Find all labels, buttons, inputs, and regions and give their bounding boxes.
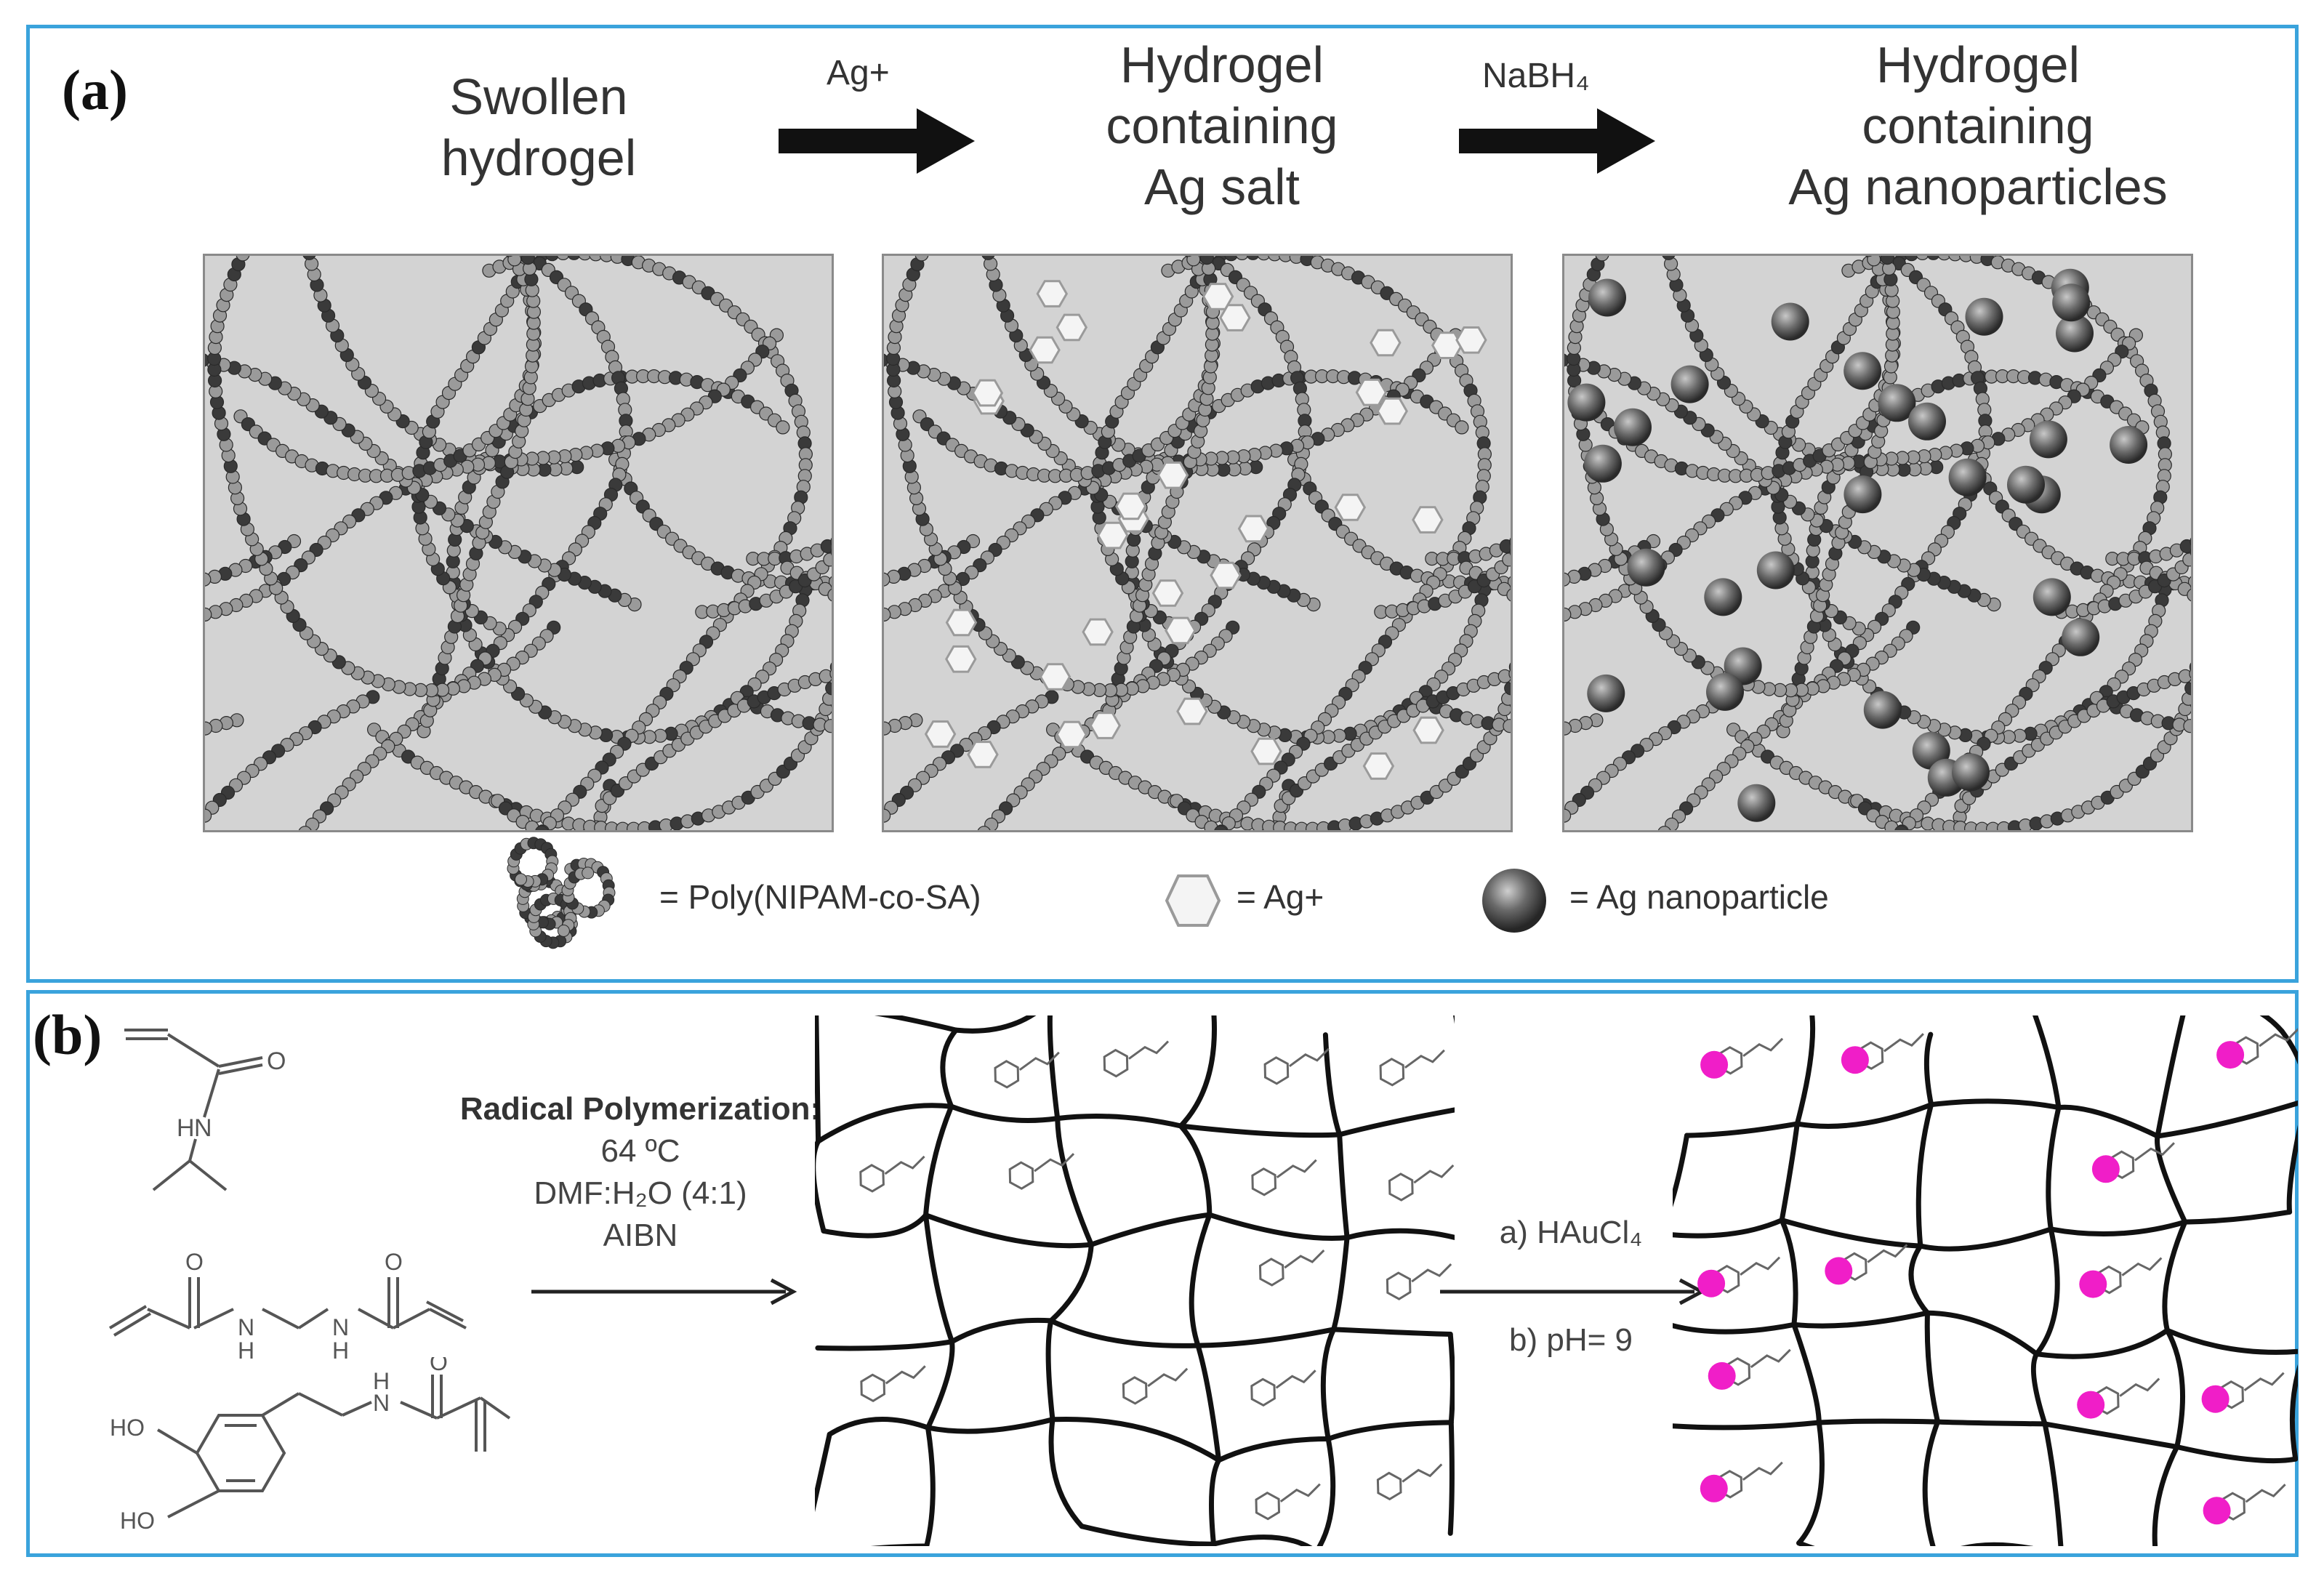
arrow-label-ag: Ag+	[827, 54, 890, 92]
atom-ho-2: HO	[120, 1508, 155, 1534]
atom-h-4: H	[373, 1368, 390, 1394]
sphere-icon	[1478, 864, 1551, 937]
stage-title-swollen: Swollen hydrogel	[441, 68, 637, 186]
arrow-step2-icon	[1440, 1277, 1709, 1306]
atom-h-3: H	[332, 1337, 349, 1364]
hydrogel-network-swollen	[203, 254, 834, 832]
arrow-nabh4-icon	[1459, 108, 1655, 174]
hexagon-icon	[1164, 872, 1222, 930]
arrow-label-nabh4: NaBH₄	[1482, 57, 1590, 95]
legend-ag-nanoparticle-text: = Ag nanoparticle	[1569, 878, 1829, 916]
hydrogel-network-ag-nanoparticles	[1562, 254, 2193, 832]
polymerization-heading: Radical Polymerization:	[459, 1091, 821, 1127]
dopamine-methacrylamide-structure: HO HO N H O	[73, 1357, 524, 1546]
panel-a-label: (a)	[62, 58, 128, 121]
atom-ho-1: HO	[110, 1415, 145, 1441]
panel-b: (b) O H N O O N H	[26, 990, 2299, 1557]
atom-n-2: N	[238, 1314, 254, 1340]
polymerization-solvent: DMF:H₂O (4:1)	[534, 1175, 747, 1211]
polymerization-initiator: AIBN	[603, 1218, 678, 1253]
arrow-ag-icon	[779, 108, 975, 174]
polymerization-temperature: 64 ºC	[600, 1133, 680, 1169]
atom-h-2: H	[238, 1337, 254, 1364]
legend-polymer-text: = Poly(NIPAM-co-SA)	[659, 878, 981, 916]
gold-loading-step-b: b) pH= 9	[1509, 1322, 1633, 1358]
atom-n-3: N	[332, 1314, 349, 1340]
atom-n-1: N	[194, 1114, 212, 1142]
crosslinked-network	[815, 1015, 1455, 1546]
stage-title-ag-salt: Hydrogel containing Ag salt	[1106, 36, 1338, 215]
panel-b-label: (b)	[33, 1003, 102, 1066]
gold-loading-step-a: a) HAuCl₄	[1499, 1215, 1643, 1250]
polymerization-conditions: Radical Polymerization: 64 ºC DMF:H₂O (4…	[437, 1088, 844, 1257]
atom-o-2: O	[185, 1249, 204, 1275]
legend-ag-ion-text: = Ag+	[1237, 878, 1324, 916]
atom-o-4: O	[430, 1357, 448, 1375]
atom-h-1: H	[177, 1114, 195, 1142]
atom-o-1: O	[267, 1047, 286, 1075]
panel-a: (a) Swollen hydrogel Hydrogel containing…	[26, 25, 2299, 983]
hydrogel-network-ag-salt	[882, 254, 1513, 832]
polymer-coil-icon	[495, 835, 655, 973]
arrow-step1-icon	[531, 1277, 800, 1306]
bisacrylamide-structure: O O N H N H	[95, 1234, 473, 1372]
atom-o-3: O	[385, 1249, 403, 1275]
crosslinked-network-with-au	[1673, 1015, 2298, 1546]
atom-n-4: N	[373, 1390, 390, 1416]
stage-title-ag-nanoparticles: Hydrogel containing Ag nanoparticles	[1788, 36, 2168, 215]
nipam-monomer-structure: O H N	[110, 1008, 328, 1204]
